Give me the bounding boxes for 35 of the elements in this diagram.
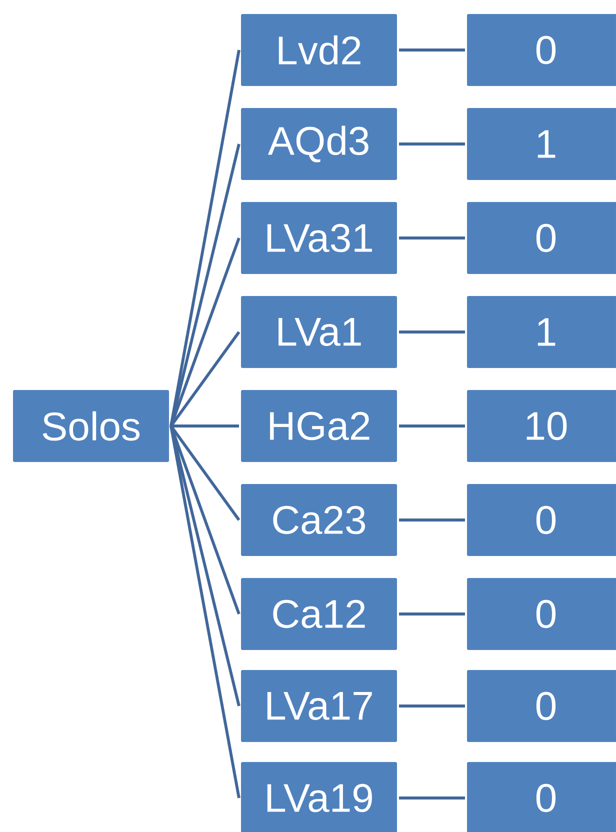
label-box: 1 [465, 294, 616, 370]
label-box: 0 [465, 668, 616, 744]
label-box: 1 [465, 106, 616, 182]
label-box: LVa1 [239, 294, 399, 370]
label-box: 10 [465, 388, 616, 464]
label-box: LVa17 [239, 668, 399, 744]
connector-line [170, 426, 240, 706]
label-box: Solos [11, 388, 171, 464]
connector-line [399, 236, 465, 240]
label-box: Lvd2 [239, 12, 399, 88]
connector-line [399, 796, 465, 800]
connector-line [170, 50, 240, 426]
connector-line [171, 424, 239, 428]
label-box: HGa2 [239, 388, 399, 464]
connector-line [399, 612, 465, 616]
label-box: Ca23 [239, 482, 399, 558]
connector-line [170, 144, 240, 426]
label-box: AQd3 [239, 106, 399, 182]
connector-line [399, 424, 465, 428]
connector-line [170, 426, 240, 614]
connector-line [170, 426, 240, 798]
connector-line [399, 48, 465, 52]
label-box: 0 [465, 12, 616, 88]
connector-line [399, 704, 465, 708]
label-box: 0 [465, 760, 616, 832]
connector-line [399, 330, 465, 334]
label-box: LVa19 [239, 760, 399, 832]
label-box: Ca12 [239, 576, 399, 652]
connector-line [399, 142, 465, 146]
connector-line [170, 238, 240, 426]
label-box: LVa31 [239, 200, 399, 276]
label-box: 0 [465, 482, 616, 558]
label-box: 0 [465, 200, 616, 276]
label-box: 0 [465, 576, 616, 652]
connector-line [399, 518, 465, 522]
